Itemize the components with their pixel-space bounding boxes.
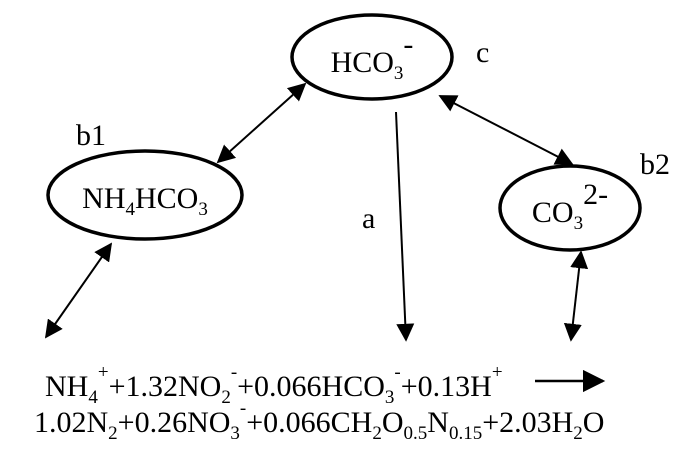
node-b1-formula: NH4​HCO3 bbox=[82, 182, 208, 220]
equation-line-1-part: +0.066HCO bbox=[237, 370, 385, 403]
equation-line-1-part: - bbox=[394, 362, 400, 383]
node-c-formula-part: HCO bbox=[331, 46, 394, 79]
equation-line-1-part: + bbox=[98, 362, 109, 383]
equation-line-2-part: O bbox=[583, 406, 605, 439]
arrow-b2-equation bbox=[563, 250, 589, 342]
equation-line-1-part: 2 bbox=[221, 387, 231, 408]
arrow-a-label: a bbox=[362, 202, 375, 235]
node-b2-formula-part: 3 bbox=[574, 213, 584, 234]
node-b1-formula-part: 3 bbox=[198, 199, 208, 220]
equation-line-2-part: O bbox=[382, 406, 404, 439]
node-b2-label: b2 bbox=[640, 148, 670, 181]
equation-line-1: NH4​+​+1.32NO2​-​+0.066HCO3​-​+0.13H+ bbox=[45, 362, 503, 408]
node-b1-formula-part: 4 bbox=[126, 199, 136, 220]
equation-line-1-part: 4 bbox=[88, 387, 98, 408]
equation-line-2-part: 1.02N bbox=[34, 406, 108, 439]
equation-line-2-part: 2 bbox=[573, 423, 583, 444]
equation-line-1-part: 3 bbox=[385, 387, 395, 408]
equation-line-2-part: N bbox=[427, 406, 449, 439]
node-b1-label: b1 bbox=[76, 119, 106, 152]
equation-line-2-part: 2 bbox=[372, 423, 382, 444]
equation-line-1-part: +1.32NO bbox=[109, 370, 222, 403]
arrow-c-b2 bbox=[438, 95, 574, 165]
equation-line-1-part: NH bbox=[45, 370, 88, 403]
node-b2-formula-part: CO bbox=[532, 196, 574, 229]
equation-line-2-part: +2.03H bbox=[482, 406, 573, 439]
node-c-label: c bbox=[476, 36, 489, 69]
node-b1-formula-part: NH bbox=[82, 182, 125, 215]
node-b1-formula-part: HCO bbox=[135, 182, 198, 215]
node-b1-ellipse bbox=[46, 149, 244, 241]
arrow-a bbox=[395, 111, 415, 342]
arrow-b1-c bbox=[216, 82, 307, 164]
equation-line-1-part: + bbox=[492, 362, 503, 383]
equation-line-2-part: +0.26NO bbox=[118, 406, 231, 439]
node-c-ellipse bbox=[290, 13, 454, 101]
node-b2-formula-part: 2- bbox=[583, 178, 608, 211]
arrow-b1-equation bbox=[44, 242, 113, 339]
node-c-formula-part: - bbox=[403, 28, 413, 61]
equation-line-2-part: 0.15 bbox=[449, 423, 482, 444]
equation-line-2-part: 0.5 bbox=[404, 423, 428, 444]
node-c-formula-part: 3 bbox=[394, 63, 404, 84]
equation-line-2-part: 3 bbox=[230, 423, 240, 444]
node-b2-formula: CO3​2- bbox=[532, 178, 608, 234]
equation-line-2-part: - bbox=[240, 398, 246, 419]
equation-line-1-part: - bbox=[231, 362, 237, 383]
equation-line-2-part: 2 bbox=[108, 423, 118, 444]
node-c-formula: HCO3​- bbox=[331, 28, 414, 84]
equation-line-2-part: +0.066CH bbox=[246, 406, 372, 439]
equation-line-2: 1.02N2​+0.26NO3​-​+0.066CH2​O0.5​N0.15​+… bbox=[34, 398, 604, 444]
equation-line-1-part: +0.13H bbox=[401, 370, 492, 403]
node-b2-ellipse bbox=[498, 164, 642, 252]
